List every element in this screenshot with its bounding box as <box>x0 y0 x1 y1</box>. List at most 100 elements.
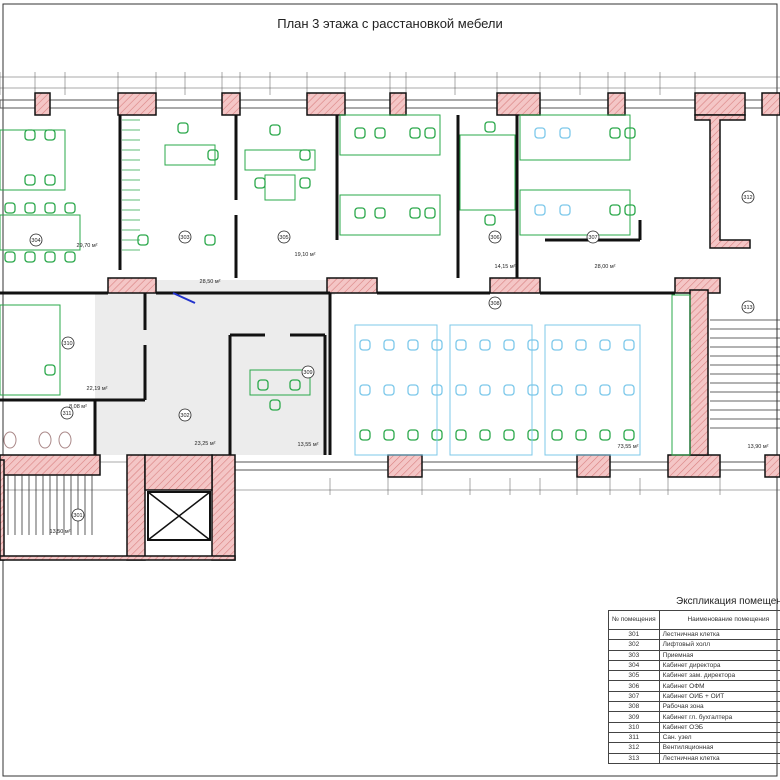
room-name-cell: Приемная <box>658 649 780 661</box>
header-name: Наименование помещения <box>658 610 780 630</box>
column <box>576 454 611 478</box>
chair-icon <box>24 129 36 141</box>
room-number-cell: 303 <box>608 649 660 661</box>
column <box>489 277 541 294</box>
chair-icon <box>623 339 635 351</box>
chair-icon <box>623 429 635 441</box>
desk <box>164 144 216 166</box>
chair-icon <box>289 379 301 391</box>
chair-icon <box>424 127 436 139</box>
chair-icon <box>534 204 546 216</box>
room-number-cell: 309 <box>608 711 660 723</box>
chair-icon <box>503 429 515 441</box>
lift-cross <box>147 491 211 541</box>
desk <box>264 174 296 201</box>
chair-icon <box>534 127 546 139</box>
chair-icon <box>503 384 515 396</box>
chair-icon <box>409 207 421 219</box>
chair-icon <box>269 124 281 136</box>
room-number: 301 <box>73 513 82 519</box>
plan-title: План 3 этажа с расстановкой мебели <box>277 16 503 31</box>
chair-icon <box>559 127 571 139</box>
room-number-marker <box>488 230 502 244</box>
room-number-cell: 305 <box>608 670 660 682</box>
chair-icon <box>479 429 491 441</box>
column <box>389 92 407 116</box>
chair-icon <box>551 339 563 351</box>
room-name-cell: Кабинет ОФМ <box>658 680 780 692</box>
chair-icon <box>24 251 36 263</box>
stair-wall <box>689 289 709 456</box>
chair-icon <box>383 384 395 396</box>
room-number-cell: 311 <box>608 731 660 744</box>
desk <box>459 134 516 211</box>
chair-icon <box>599 339 611 351</box>
column <box>326 277 378 294</box>
chair-icon <box>551 429 563 441</box>
room-area: 23,25 м² <box>195 441 216 447</box>
desk <box>339 114 441 156</box>
chair-icon <box>24 202 36 214</box>
chair-icon <box>527 384 539 396</box>
chair-icon <box>484 214 496 226</box>
chair-icon <box>559 204 571 216</box>
desk <box>0 304 61 396</box>
chair-icon <box>503 339 515 351</box>
room-number-cell: 304 <box>608 659 660 672</box>
column <box>761 92 780 116</box>
desk <box>354 324 438 456</box>
room-name-cell: Сан. узел <box>658 731 780 744</box>
room-area: 22,19 м² <box>87 386 108 392</box>
column <box>144 454 213 491</box>
chair-icon <box>207 149 219 161</box>
room-number-marker <box>301 365 315 379</box>
room-number: 308 <box>490 301 499 307</box>
room-name-cell: Вентиляционная <box>658 742 780 754</box>
room-number: 306 <box>490 235 499 241</box>
desk <box>339 194 441 236</box>
room-area: 13,50 м² <box>50 529 71 535</box>
room-number: 310 <box>63 341 72 347</box>
room-number: 309 <box>303 370 312 376</box>
room-number-cell: 307 <box>608 690 660 703</box>
chair-icon <box>64 202 76 214</box>
walls <box>0 92 780 561</box>
room-number-marker <box>277 230 291 244</box>
chair-icon <box>44 364 56 376</box>
chair-icon <box>177 122 189 134</box>
room-name-cell: Кабинет зам. директора <box>658 670 780 682</box>
room-number: 313 <box>743 305 752 311</box>
chair-icon <box>575 384 587 396</box>
room-number-marker <box>178 230 192 244</box>
room-number: 311 <box>63 411 72 417</box>
room-number-cell: 301 <box>608 628 660 641</box>
chair-icon <box>599 429 611 441</box>
chair-icon <box>409 127 421 139</box>
column <box>117 92 157 116</box>
room-number-marker <box>586 230 600 244</box>
room-area: 73,55 м² <box>618 444 639 450</box>
room-name-cell: Кабинет гл. бухгалтера <box>658 711 780 723</box>
column <box>694 92 746 116</box>
chair-icon <box>44 251 56 263</box>
column <box>126 454 146 561</box>
chair-icon <box>354 207 366 219</box>
room-name-cell: Кабинет директора <box>658 659 780 672</box>
chair-icon <box>623 384 635 396</box>
sheet-frame <box>2 3 778 777</box>
chair-icon <box>359 339 371 351</box>
header-number: № помещения <box>608 610 660 630</box>
chair-icon <box>424 207 436 219</box>
room-number-marker <box>488 296 502 310</box>
column <box>107 277 157 294</box>
